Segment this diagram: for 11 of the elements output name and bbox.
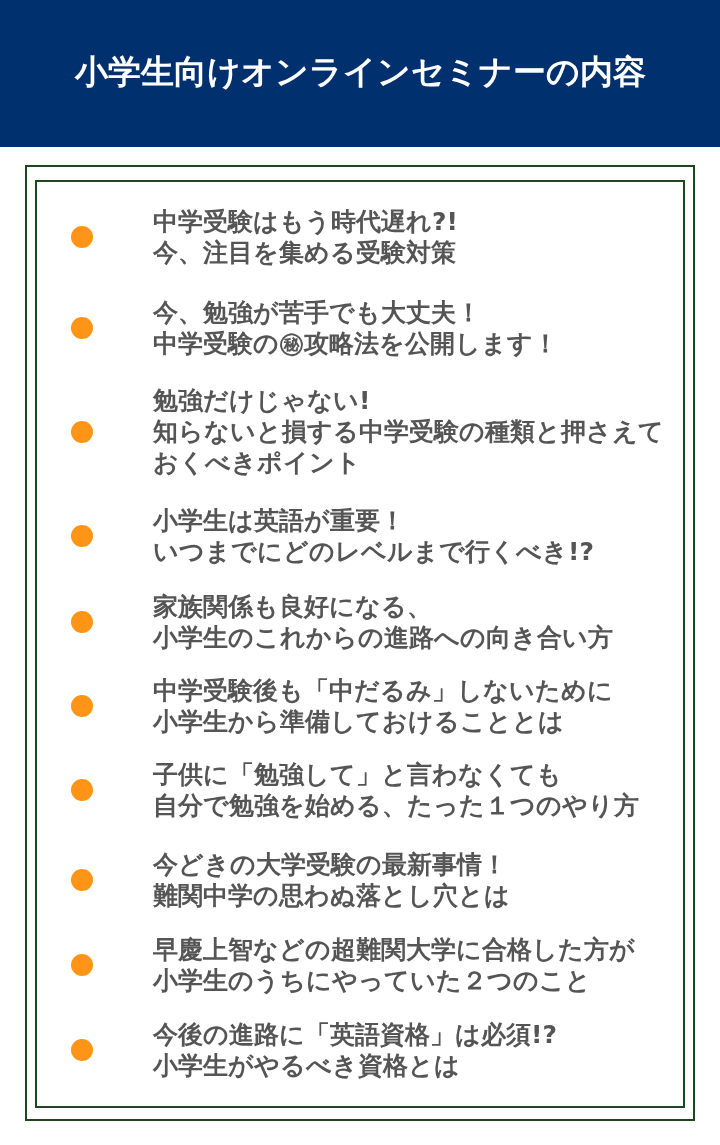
list-item-text: 子供に「勉強して」と言わなくても自分で勉強を始める、たった１つのやり方 <box>153 759 639 821</box>
list-item-text: 早慶上智などの超難関大学に合格した方が小学生のうちにやっていた２つのこと <box>153 934 635 996</box>
title: 小学生向けオンラインセミナーの内容 <box>73 51 647 93</box>
list-item-text: 今、勉強が苦手でも大丈夫！中学受験の㊙攻略法を公開します！ <box>153 297 558 359</box>
list-item-text: 今後の進路に「英語資格」は必須!?小学生がやるべき資格とは <box>153 1019 557 1081</box>
list-item-text: 家族関係も良好になる、小学生のこれからの進路への向き合い方 <box>153 591 613 653</box>
list-item-text: 中学受験はもう時代遅れ?!今、注目を集める受験対策 <box>153 206 458 268</box>
list-item-text: 今どきの大学受験の最新事情！難関中学の思わぬ落とし穴とは <box>153 849 510 911</box>
list-item-text: 勉強だけじゃない!知らないと損する中学受験の種類と押さえておくべきポイント <box>153 385 664 478</box>
list-item-text: 中学受験後も「中だるみ」しないために小学生から準備しておけることとは <box>153 675 613 737</box>
list-item-text: 小学生は英語が重要！いつまでにどのレベルまで行くべき!? <box>153 505 594 567</box>
